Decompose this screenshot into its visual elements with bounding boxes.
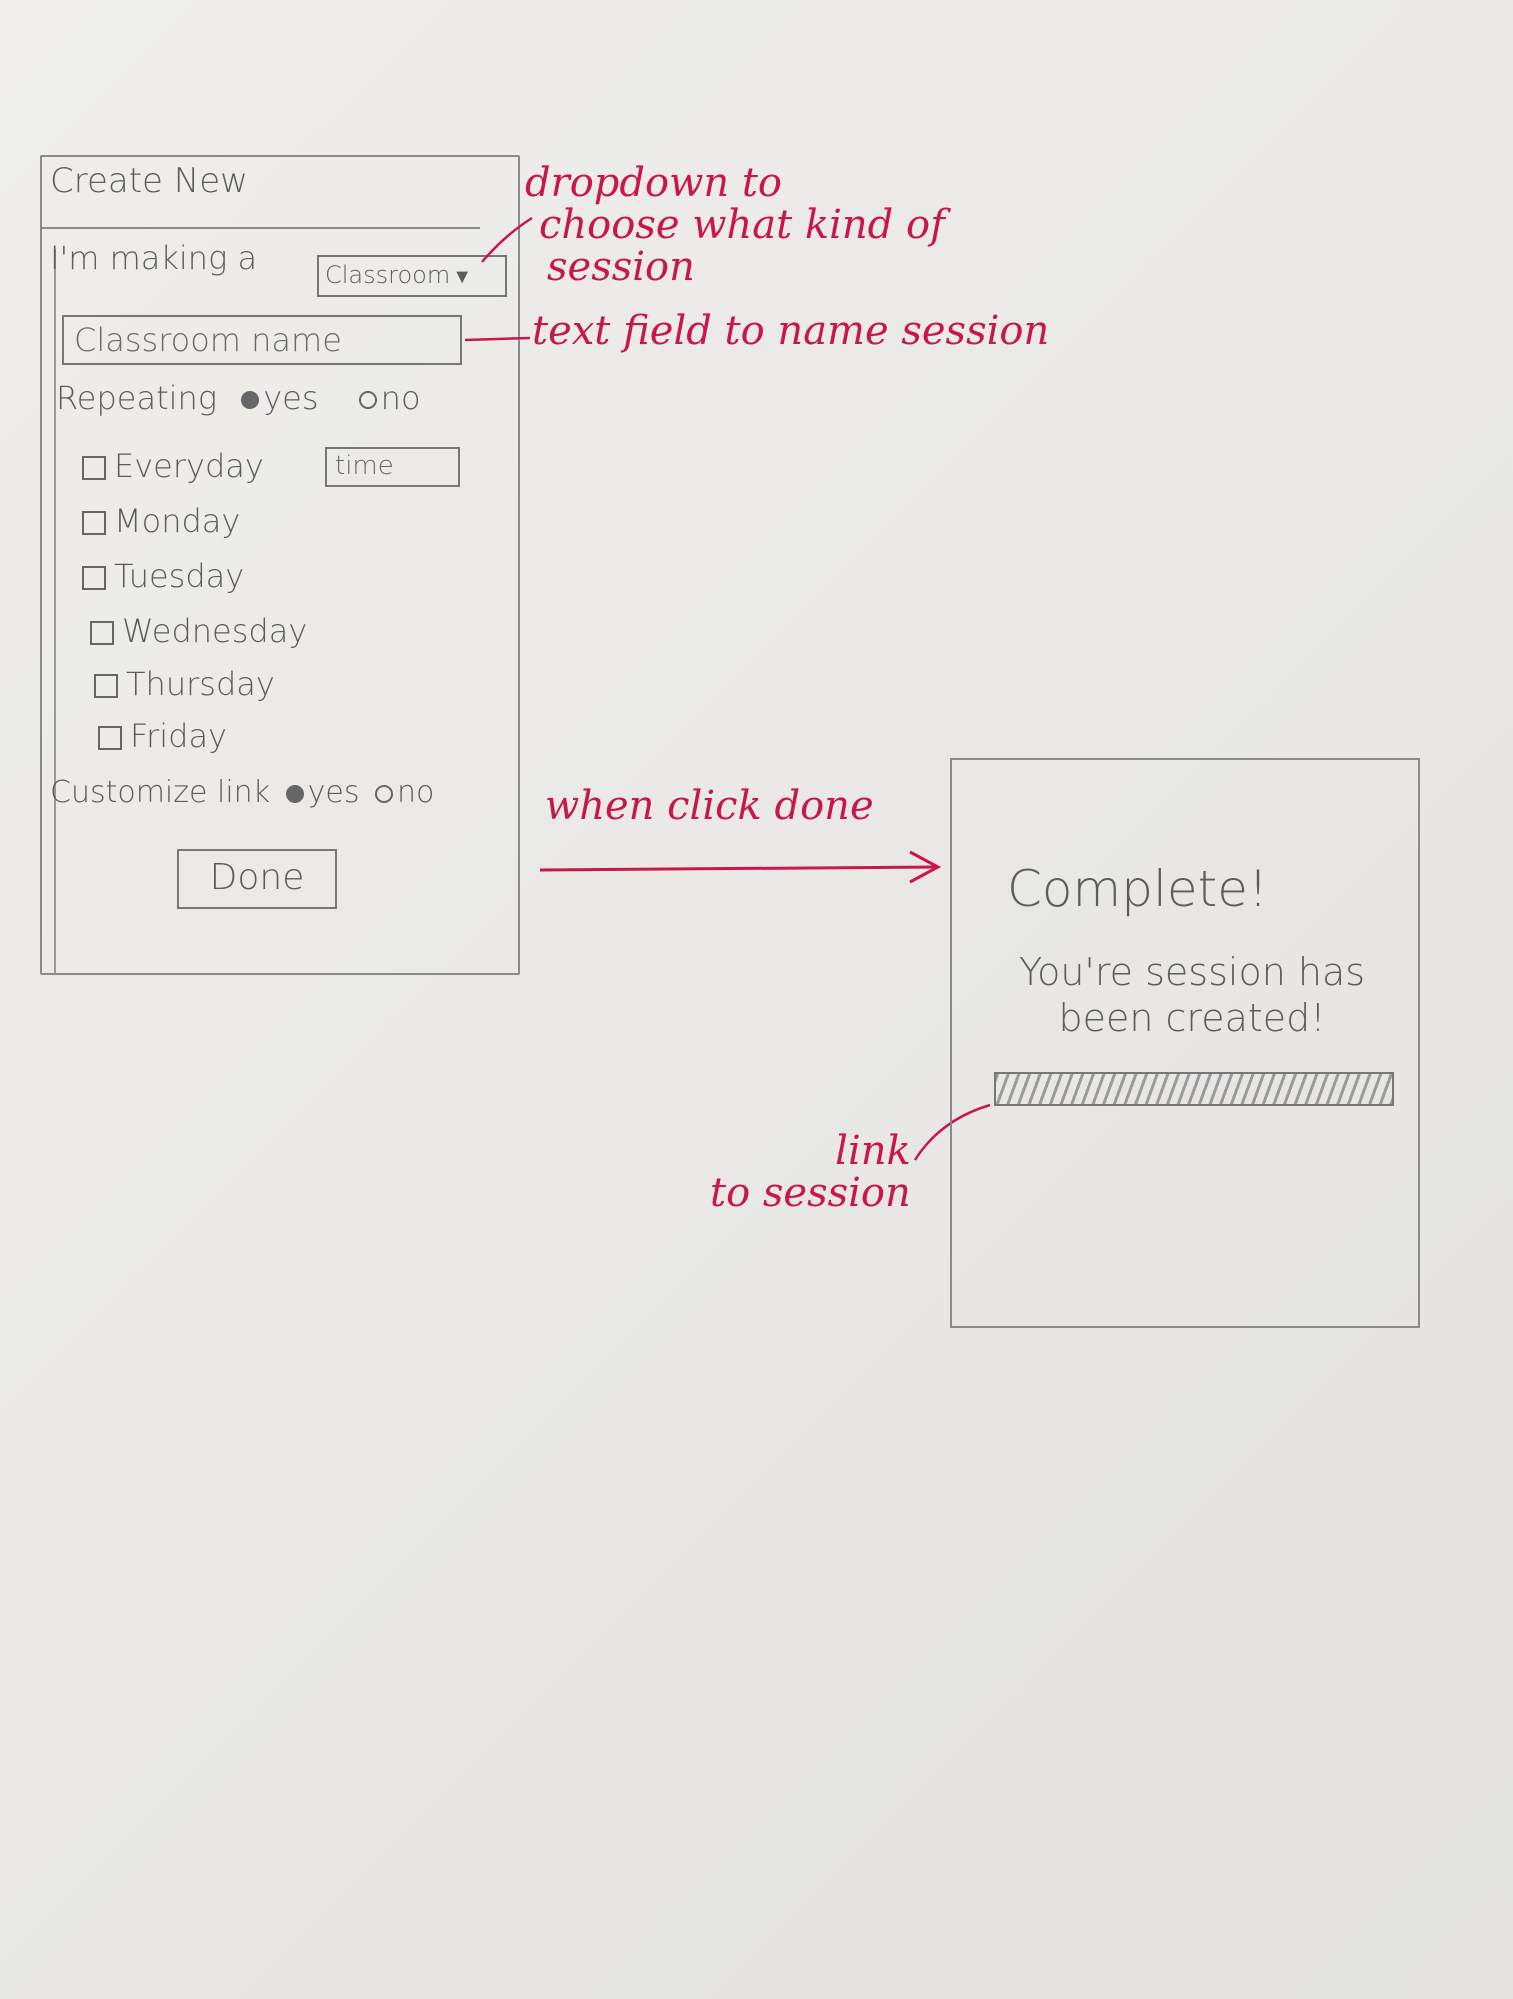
chevron-down-icon: ▼	[452, 264, 473, 288]
customize-no-label: no	[397, 775, 435, 810]
customize-link-label: Customize link	[50, 775, 271, 810]
day-label: Wednesday	[122, 612, 308, 650]
time-field[interactable]: time	[325, 447, 460, 487]
day-monday[interactable]: Monday	[82, 502, 240, 540]
checkbox-icon[interactable]	[94, 674, 118, 698]
annotation-line: session	[547, 244, 695, 290]
message-line: been created!	[1058, 995, 1326, 1040]
dropdown-value: Classroom	[325, 261, 451, 289]
form-title: Create New	[50, 161, 248, 201]
title-divider	[42, 227, 480, 229]
day-wednesday[interactable]: Wednesday	[90, 612, 307, 650]
repeating-no-label: no	[380, 379, 421, 417]
day-tuesday[interactable]: Tuesday	[82, 557, 244, 595]
message-line: You're session has	[1018, 950, 1366, 994]
customize-no-radio[interactable]	[375, 784, 394, 803]
day-label: Monday	[114, 502, 241, 540]
flow-annotation: when click done	[545, 783, 874, 829]
repeating-yes-label: yes	[263, 379, 319, 417]
day-label: Tuesday	[114, 557, 245, 595]
link-annotation: link to session	[710, 1130, 911, 1214]
customize-yes-radio[interactable]	[285, 784, 304, 803]
day-thursday[interactable]: Thursday	[94, 665, 275, 703]
customize-link-row: Customize link yes no	[50, 775, 434, 810]
repeating-yes-radio[interactable]	[241, 391, 260, 409]
repeating-row: Repeating yes no	[56, 379, 421, 417]
checkbox-icon[interactable]	[90, 621, 114, 645]
classroom-name-field[interactable]: Classroom name	[62, 315, 462, 365]
checkbox-icon[interactable]	[82, 456, 106, 480]
checkbox-icon[interactable]	[82, 566, 106, 590]
day-everyday[interactable]: Everyday	[82, 447, 264, 485]
complete-message: You're session has been created!	[992, 950, 1392, 1041]
complete-title: Complete!	[1007, 860, 1269, 918]
done-button[interactable]: Done	[177, 849, 337, 909]
session-type-dropdown[interactable]: Classroom▼	[317, 255, 507, 297]
day-label: Thursday	[126, 665, 275, 703]
annotation-line: dropdown to	[525, 160, 782, 206]
field-annotation: text field to name session	[532, 308, 1050, 354]
annotation-line: to session	[710, 1170, 911, 1216]
annotation-line: choose what kind of	[539, 202, 945, 248]
day-friday[interactable]: Friday	[98, 717, 227, 755]
dropdown-annotation: dropdown to choose what kind of session	[525, 162, 945, 288]
checkbox-icon[interactable]	[98, 726, 122, 750]
repeating-label: Repeating	[56, 379, 218, 417]
complete-screen: Complete! You're session has been create…	[950, 758, 1420, 1328]
day-label: Friday	[130, 717, 227, 755]
create-new-form: Create New I'm making a Classroom▼ Class…	[40, 155, 520, 975]
session-link[interactable]	[994, 1072, 1394, 1106]
annotation-line: link	[835, 1128, 911, 1174]
checkbox-icon[interactable]	[82, 511, 106, 535]
repeating-no-radio[interactable]	[358, 391, 377, 409]
customize-yes-label: yes	[307, 775, 360, 810]
frame-inner-line	[54, 249, 56, 974]
making-label: I'm making a	[50, 239, 258, 277]
day-label: Everyday	[114, 447, 264, 485]
